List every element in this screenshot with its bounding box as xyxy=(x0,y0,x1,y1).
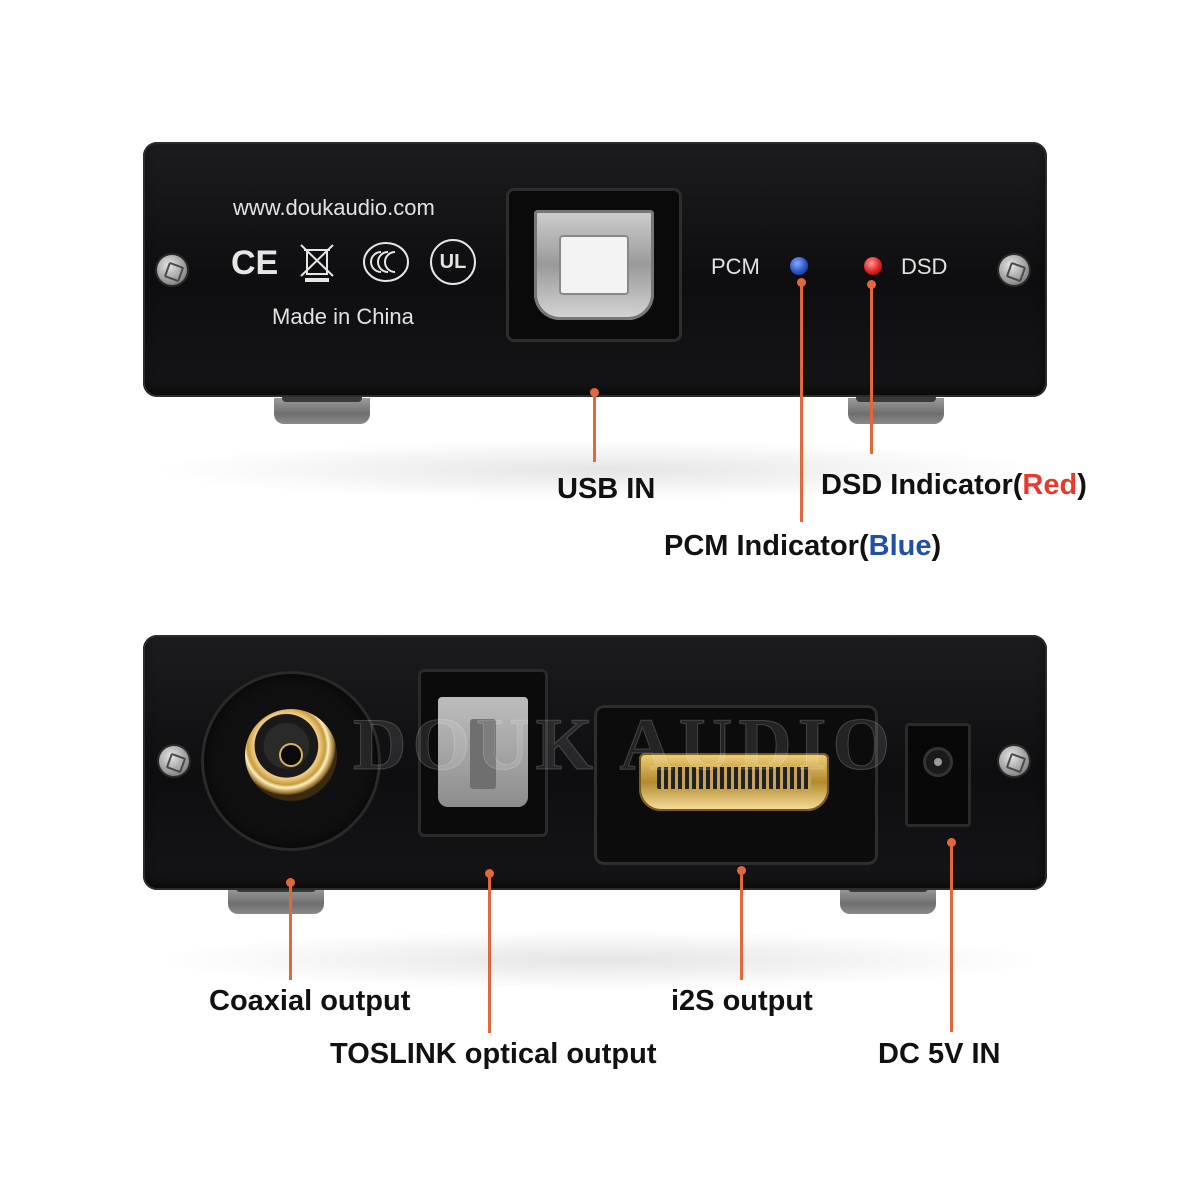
coaxial-rca-jack[interactable] xyxy=(201,671,381,851)
rca-center-pin xyxy=(281,745,301,765)
weee-bin-icon xyxy=(300,244,334,282)
pcm-label: PCM xyxy=(711,254,760,279)
dc-5v-in-label: DC 5V IN xyxy=(878,1038,1001,1070)
toslink-slot xyxy=(470,719,496,789)
bottom-left-screw xyxy=(159,746,189,776)
bottom-right-screw xyxy=(999,746,1029,776)
hdmi-contacts xyxy=(657,767,811,789)
usb-in-label: USB IN xyxy=(557,473,656,505)
toslink-shutter xyxy=(438,697,528,807)
top-left-foot xyxy=(274,394,370,424)
ul-mark-text: UL xyxy=(439,251,467,273)
dc-barrel xyxy=(923,747,953,777)
dc-5v-jack[interactable] xyxy=(905,723,971,827)
top-left-screw xyxy=(157,255,187,285)
coaxial-lead xyxy=(289,882,292,980)
pcm-led xyxy=(790,257,808,275)
top-right-foot xyxy=(848,394,944,424)
toslink-lead xyxy=(488,873,491,1033)
bottom-left-foot xyxy=(228,884,324,914)
usb-in-lead xyxy=(593,392,596,462)
bottom-rear-panel: DOUK AUDIO xyxy=(143,635,1047,890)
website-text: www.doukaudio.com xyxy=(233,195,435,220)
douk-audio-watermark: DOUK AUDIO xyxy=(352,704,897,787)
dsd-lead xyxy=(870,284,873,454)
dc-lead xyxy=(950,842,953,1032)
dsd-indicator-suffix: ) xyxy=(1077,469,1087,501)
dsd-indicator-label: DSD Indicator(Red) xyxy=(821,469,1087,502)
ul-mark: UL xyxy=(430,239,476,285)
dsd-indicator-prefix: DSD Indicator( xyxy=(821,469,1023,501)
toslink-port[interactable] xyxy=(418,669,548,837)
usb-shell xyxy=(534,210,654,320)
top-reflection xyxy=(150,440,1050,500)
pcm-indicator-prefix: PCM Indicator( xyxy=(664,530,869,562)
pcm-indicator-label: PCM Indicator(Blue) xyxy=(664,530,941,563)
top-right-screw xyxy=(999,255,1029,285)
dc-pin xyxy=(934,758,942,766)
coaxial-output-label: Coaxial output xyxy=(209,985,411,1017)
dsd-indicator-color: Red xyxy=(1022,469,1078,501)
usb-tongue xyxy=(561,237,627,293)
bottom-right-foot xyxy=(840,884,936,914)
usb-b-port[interactable] xyxy=(506,188,682,342)
ccc-mark-icon xyxy=(363,242,409,282)
hdmi-shell xyxy=(639,753,829,811)
ce-mark: CE xyxy=(231,244,279,282)
dsd-label: DSD xyxy=(901,254,948,279)
pcm-lead xyxy=(800,282,803,522)
toslink-output-label: TOSLINK optical output xyxy=(330,1038,657,1070)
top-rear-panel: www.doukaudio.com CE UL Made in China PC… xyxy=(143,142,1047,397)
made-in-text: Made in China xyxy=(272,304,414,329)
i2s-hdmi-port[interactable] xyxy=(594,705,878,865)
bottom-reflection xyxy=(150,930,1050,990)
dsd-led xyxy=(864,257,882,275)
pcm-indicator-color: Blue xyxy=(868,530,932,562)
pcm-indicator-suffix: ) xyxy=(931,530,942,562)
i2s-lead xyxy=(740,870,743,980)
i2s-output-label: i2S output xyxy=(671,985,813,1017)
